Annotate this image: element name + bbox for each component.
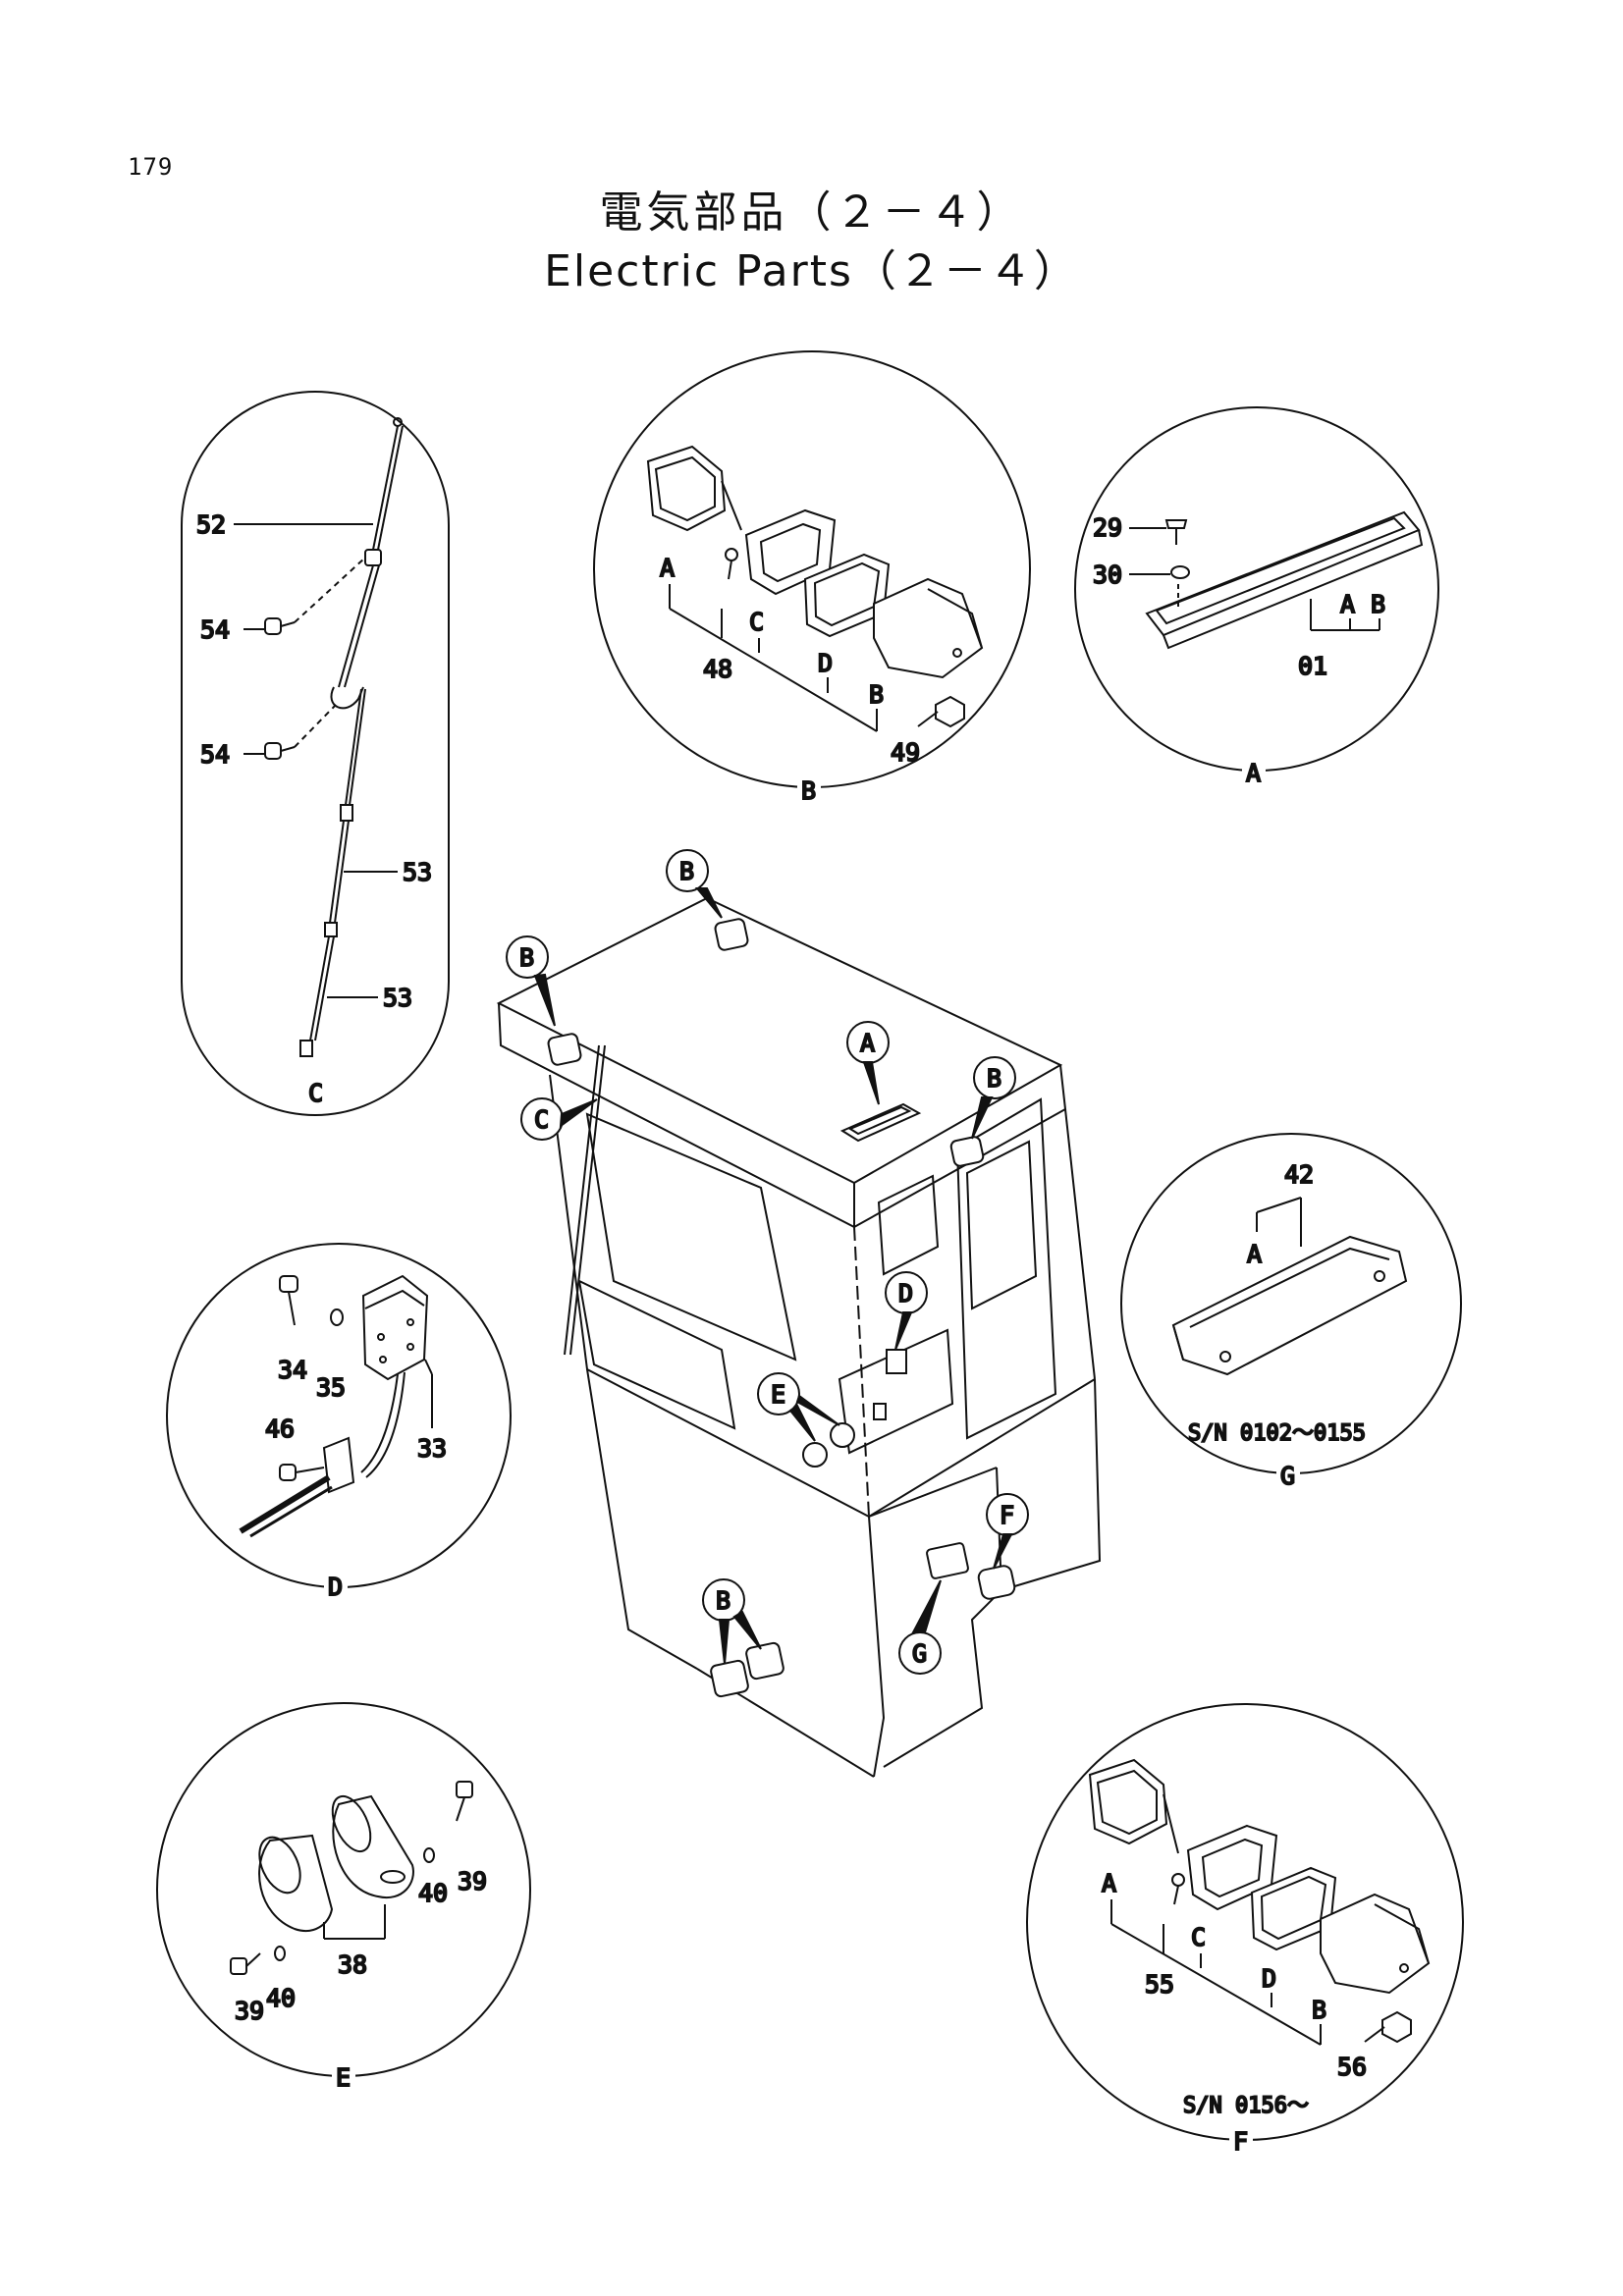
detail-f: A C D B 55 56 S/N 0156～ F [1026,1703,1464,2157]
callout-a-roof: A [846,1021,890,1105]
label-53-lower: 53 [383,984,412,1012]
title-japanese: 電気部品（２－４） [599,187,1024,238]
label-38: 38 [338,1950,367,1979]
svg-text:F: F [1000,1501,1014,1529]
callout-f-lamp: F [986,1493,1029,1570]
label-d-gasket: D [818,649,833,677]
cab-main-view: B B C A B D E [496,849,1102,1778]
label-c-bezel: C [749,608,764,636]
label-53-upper: 53 [403,858,432,886]
label-54-upper: 54 [200,615,230,644]
label-33: 33 [417,1434,447,1463]
detail-g-letter: G [1280,1462,1295,1490]
svg-text:B: B [987,1064,1001,1093]
svg-text:E: E [771,1380,785,1409]
label-01: 01 [1298,652,1327,680]
svg-text:B: B [679,857,694,885]
label-a-ref: A [1340,590,1355,618]
label-39-right: 39 [458,1867,487,1896]
callout-g-lamp: G [898,1579,942,1675]
label-a-g: A [1247,1240,1262,1268]
label-56: 56 [1337,2053,1367,2081]
callout-b-left: B [506,935,556,1027]
detail-e-letter: E [336,2063,351,2092]
detail-c-letter: C [308,1079,323,1107]
label-40-right: 40 [418,1879,448,1907]
label-29: 29 [1093,513,1122,542]
label-b-housing: B [869,680,884,709]
label-49: 49 [891,738,920,767]
label-40-left: 40 [266,1984,296,2012]
svg-text:G: G [912,1639,927,1668]
label-b-ref: B [1371,590,1385,618]
serial-g: S/N 0102～0155 [1188,1421,1366,1446]
svg-text:C: C [534,1105,549,1134]
detail-g: 42 A S/N 0102～0155 G [1120,1133,1462,1491]
detail-b-letter: B [801,776,816,805]
label-55: 55 [1145,1970,1174,1999]
detail-c-outline [181,391,450,1116]
serial-f: S/N 0156～ [1183,2094,1309,2118]
callout-d-fuse: D [885,1271,928,1351]
callout-b-lower: B [702,1578,762,1665]
detail-a: 29 30 A B 01 A [1074,406,1439,788]
page-number: 179 [128,153,174,181]
detail-d-outline [166,1243,512,1588]
label-46: 46 [265,1415,295,1443]
detail-a-letter: A [1246,759,1261,787]
callout-b-right: B [971,1056,1016,1140]
label-a-f: A [1102,1869,1116,1897]
detail-b: A C D B 48 49 B [593,350,1031,806]
detail-d: 34 35 33 46 D [166,1243,512,1602]
label-54-lower: 54 [200,740,230,769]
label-b-f: B [1312,1996,1326,2024]
detail-d-letter: D [328,1573,343,1601]
svg-text:D: D [898,1279,913,1308]
svg-text:B: B [716,1586,730,1615]
label-c-f: C [1191,1923,1206,1951]
label-39-left: 39 [235,1997,264,2025]
label-34: 34 [278,1356,307,1384]
label-48: 48 [703,655,732,683]
title-english: Electric Parts（２－４） [544,246,1079,296]
callout-c-antenna: C [520,1097,598,1141]
svg-text:A: A [860,1029,875,1057]
detail-e: 38 40 39 39 40 E [156,1702,531,2093]
label-30: 30 [1093,561,1122,589]
label-d-f: D [1262,1964,1276,1993]
label-42: 42 [1284,1160,1314,1189]
label-35: 35 [316,1373,346,1402]
callout-e-horn: E [757,1372,840,1442]
label-a-lamp: A [660,554,675,582]
svg-text:B: B [519,943,534,972]
detail-c: 52 54 54 53 53 C [181,391,450,1116]
label-52: 52 [196,510,226,539]
callout-b-top: B [666,849,723,919]
detail-f-letter: F [1233,2127,1248,2156]
